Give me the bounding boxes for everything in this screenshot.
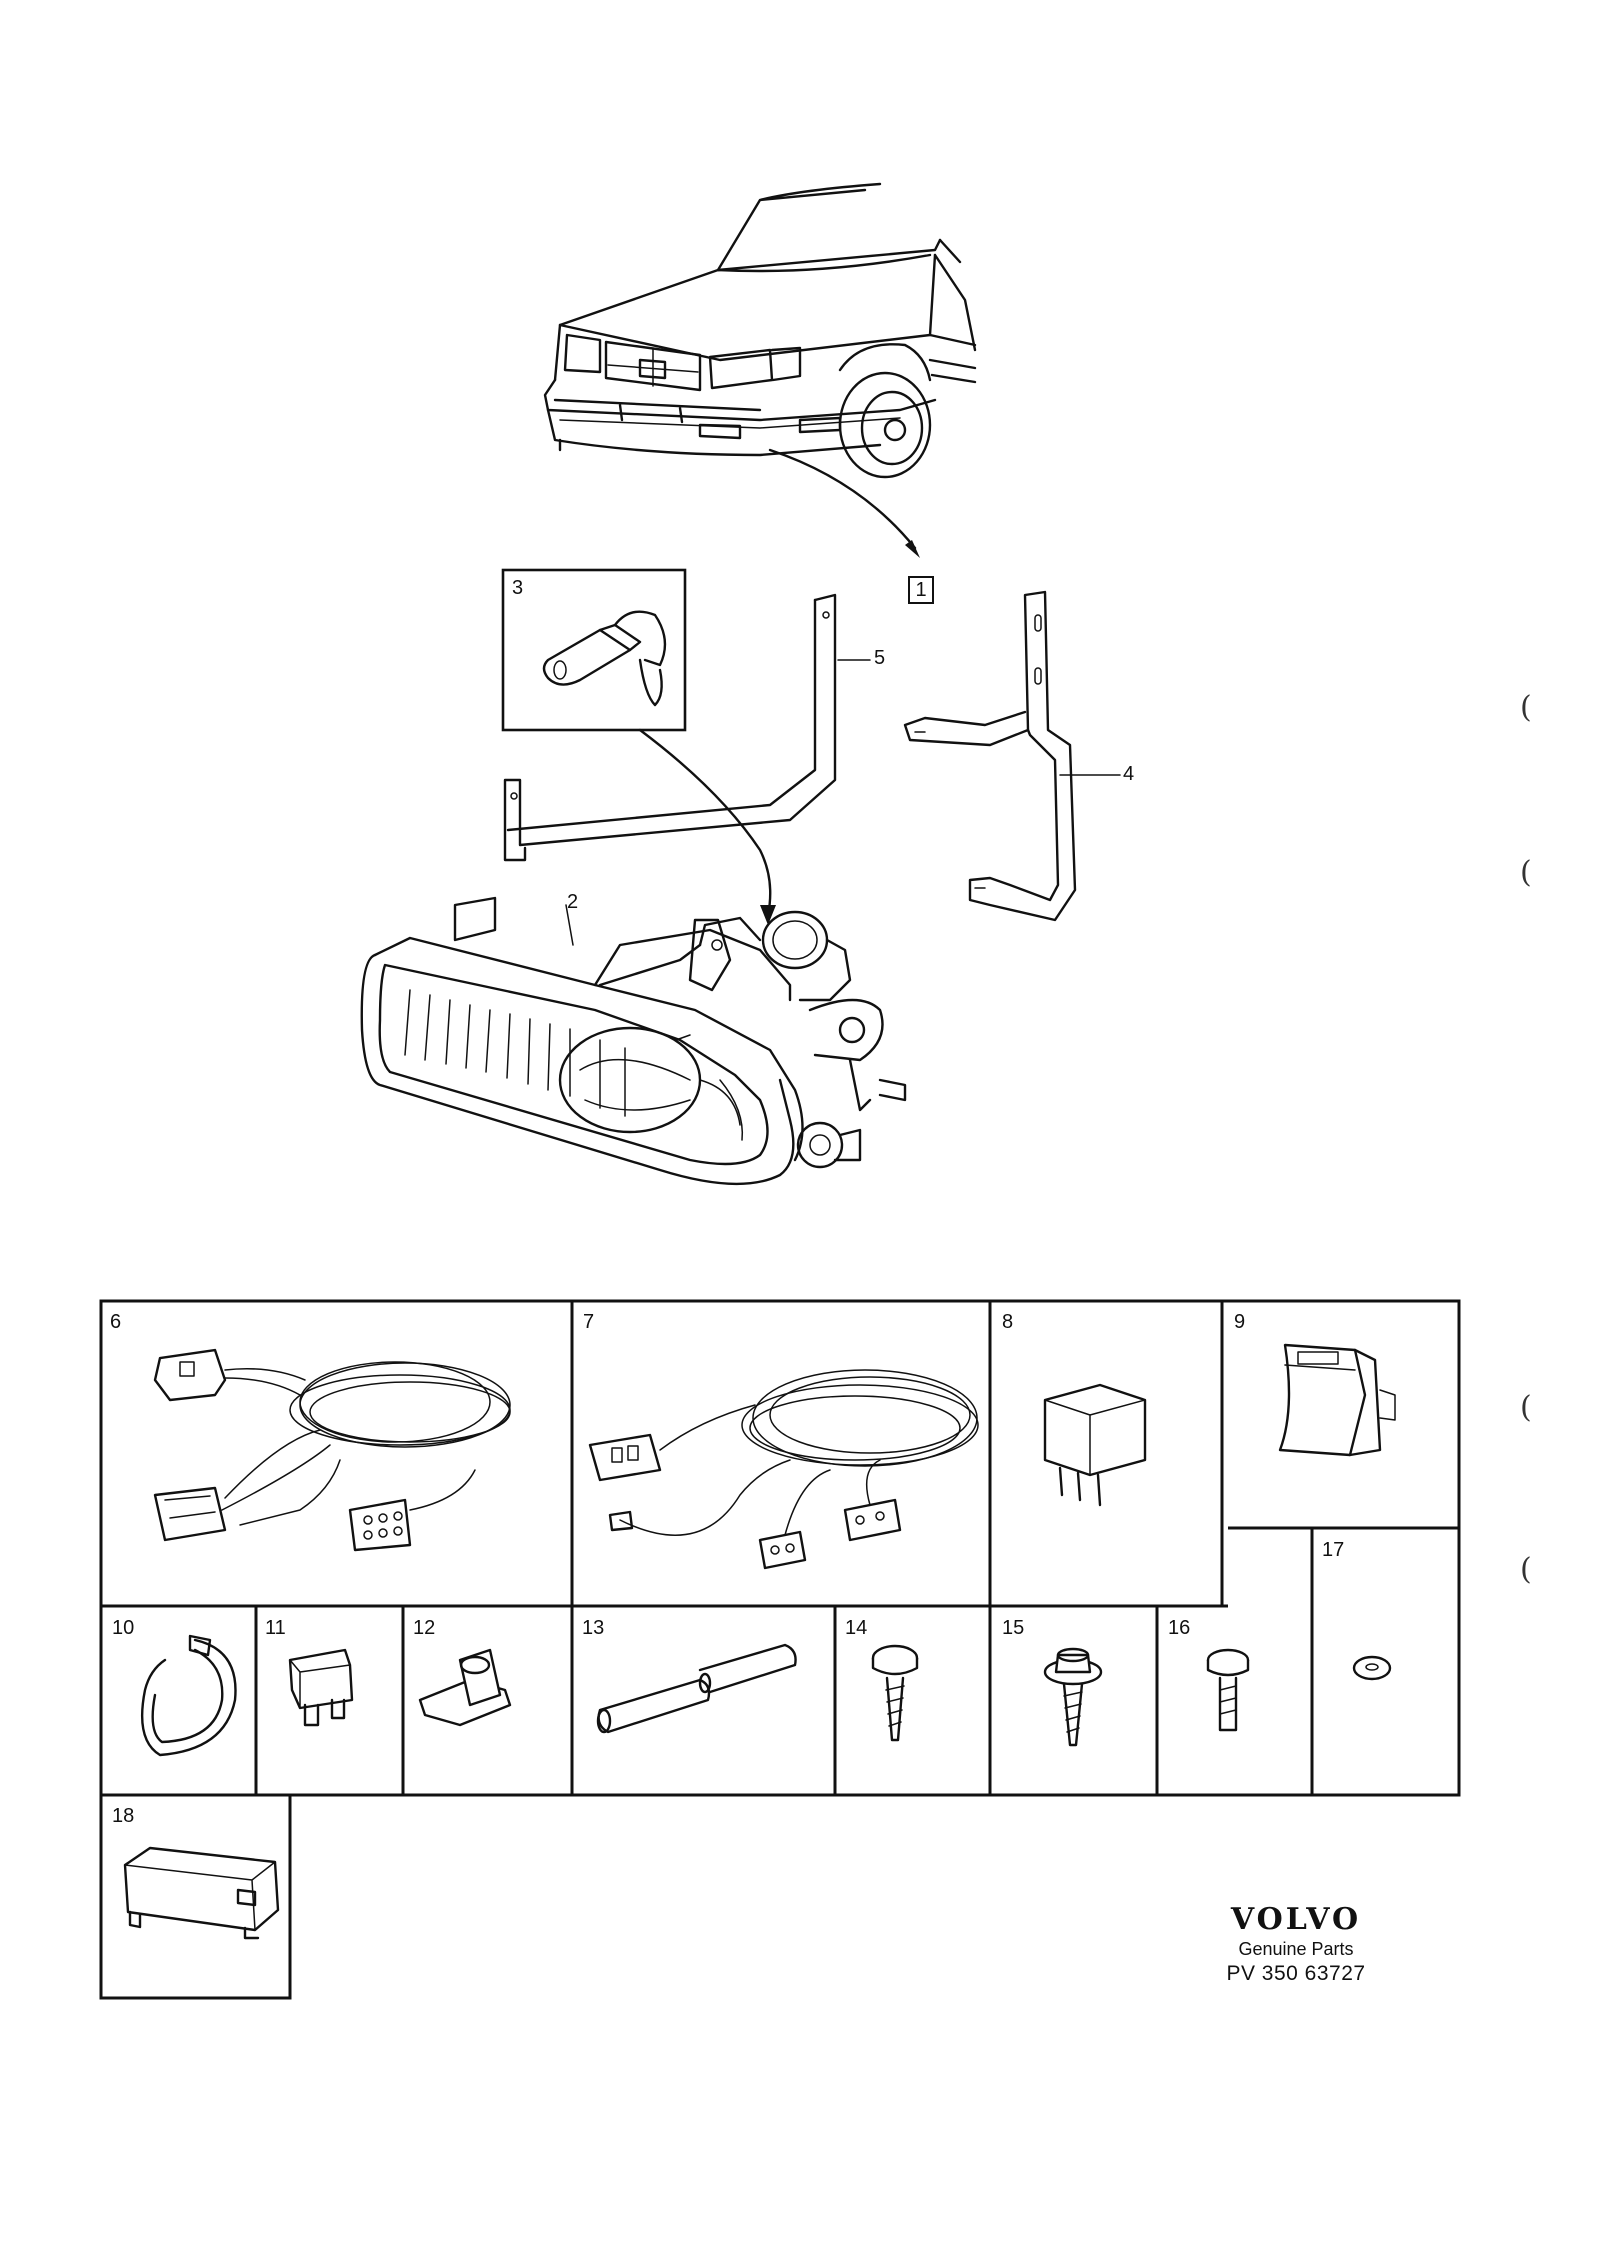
callout-8: 8 [1002,1311,1014,1333]
fuse-11 [288,1648,354,1727]
callout-7: 7 [583,1311,595,1333]
callout-2: 2 [567,891,579,913]
margin-mark: ( [1520,855,1532,890]
callout-4: 4 [1123,763,1135,785]
fog-lamp [360,896,907,1186]
washer-17 [1352,1655,1392,1681]
callout-16: 16 [1168,1617,1191,1639]
screw-16 [1206,1648,1250,1732]
brand-footer: VOLVO Genuine Parts PV 350 63727 [1196,1902,1396,1986]
cover-18 [123,1846,280,1940]
screw-14 [871,1644,919,1742]
cable-tie-10 [141,1634,237,1757]
callout-14: 14 [845,1617,868,1639]
rocker-switch-9 [1278,1343,1396,1457]
brand-tagline: Genuine Parts [1238,1939,1354,1959]
callout-10: 10 [112,1617,135,1639]
callout-12: 12 [413,1617,436,1639]
callout-1: 1 [908,576,934,604]
callout-3: 3 [512,577,524,599]
margin-mark: ( [1520,1390,1532,1425]
flange-screw-15 [1043,1647,1103,1747]
butt-connector-13 [596,1643,797,1734]
callout-15: 15 [1002,1617,1025,1639]
margin-mark: ( [1520,1552,1532,1587]
callout-17: 17 [1322,1539,1345,1561]
callout-18: 18 [112,1805,135,1827]
h3-bulb [542,610,667,707]
clip-nut-12 [418,1648,512,1727]
volvo-logo-text: VOLVO [1230,1902,1362,1937]
callout-9: 9 [1234,1311,1246,1333]
car-front-illustration [543,182,977,558]
relay-8 [1043,1383,1147,1507]
callout-11: 11 [265,1617,286,1639]
bulb-box [501,568,776,925]
callout-13: 13 [582,1617,605,1639]
parts-grid [99,1299,1461,2000]
diagram-code: PV 350 63727 [1226,1962,1366,1985]
callout-5: 5 [874,647,886,669]
callout-6: 6 [110,1311,122,1333]
margin-mark: ( [1520,690,1532,725]
wiring-harness-7 [588,1369,979,1570]
bracket-4 [903,590,1121,922]
wiring-harness-6 [153,1348,511,1552]
bracket-5 [503,593,871,862]
